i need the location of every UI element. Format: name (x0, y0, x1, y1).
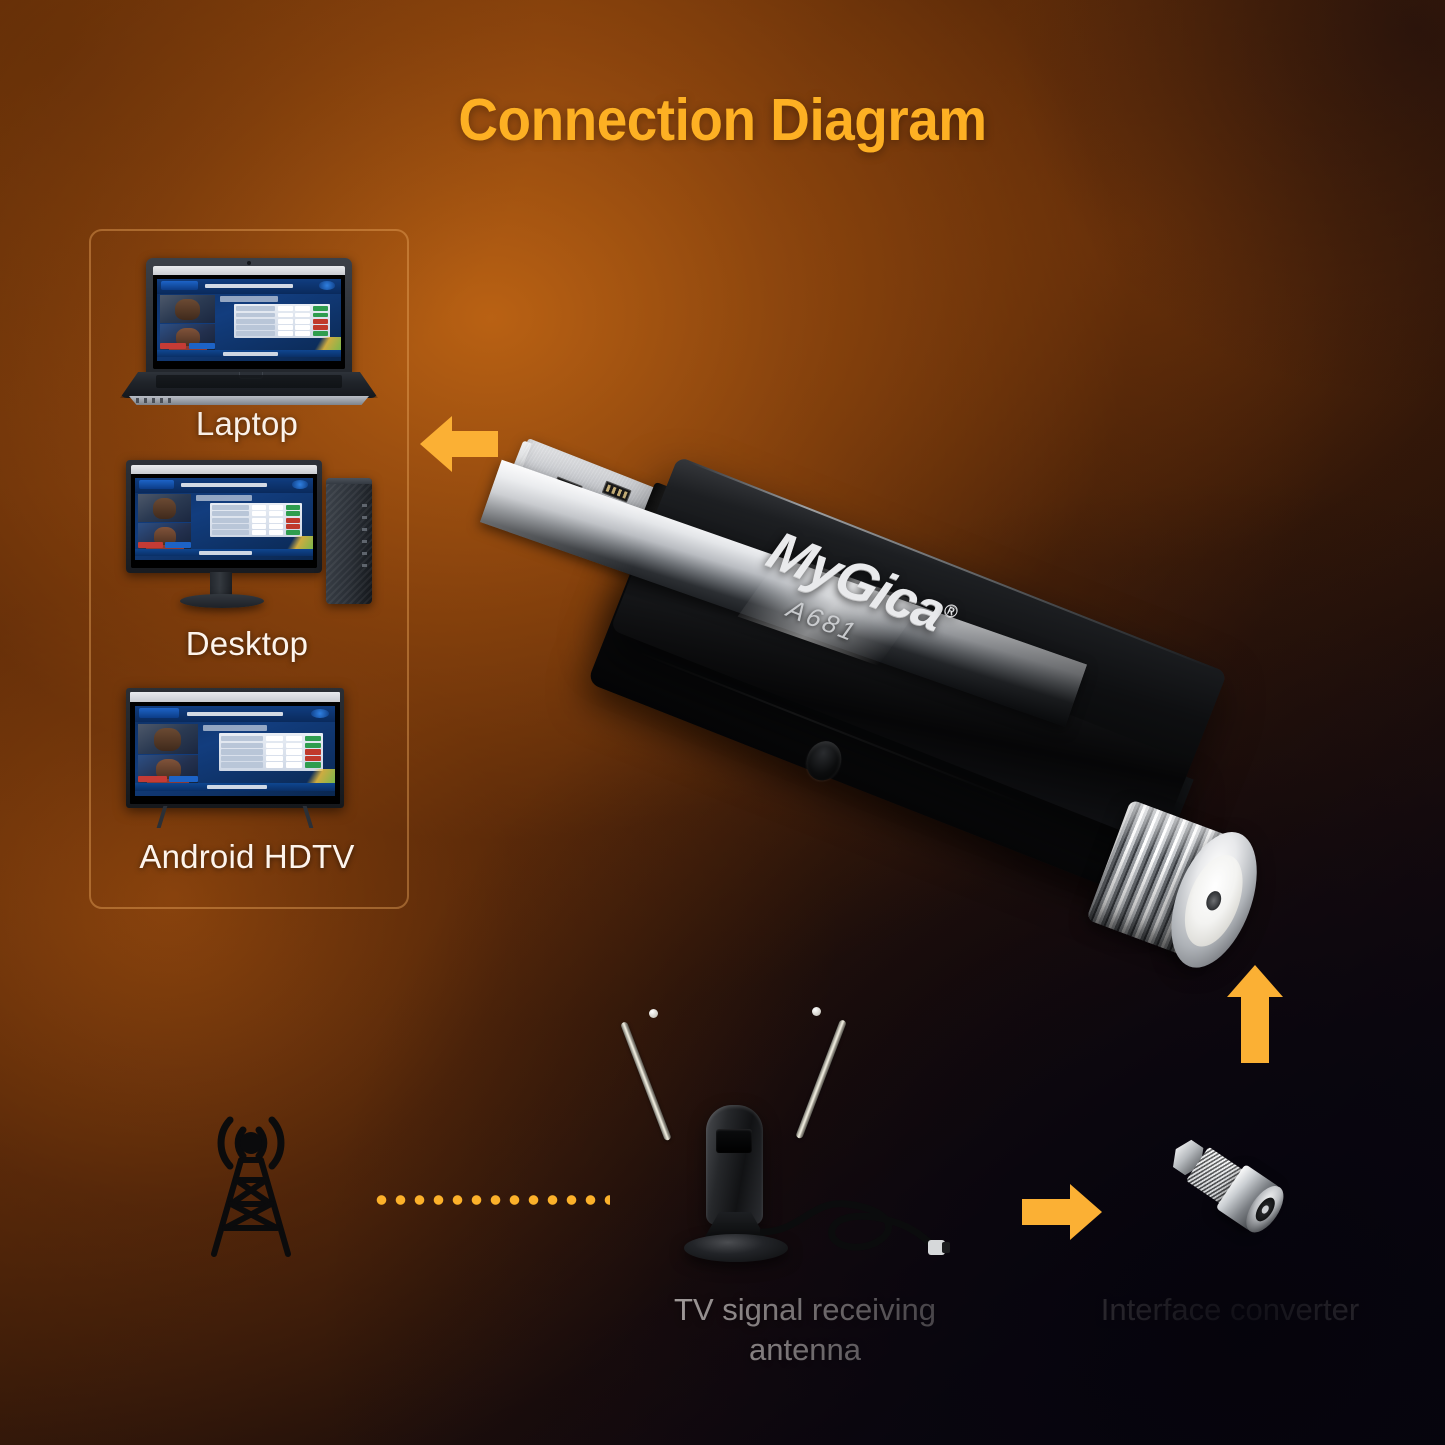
television-icon (126, 688, 372, 828)
coax-adapter-icon (1162, 1126, 1291, 1244)
laptop-icon (120, 258, 378, 408)
laptop-webcam-icon (247, 260, 251, 265)
converter-label: Interface converter (1100, 1292, 1360, 1327)
hdtv-screen (130, 692, 340, 804)
antenna-label: TV signal receiving antenna (620, 1290, 990, 1370)
dotted-signal-line (372, 1192, 610, 1208)
broadcast-tower-icon (186, 1108, 316, 1258)
desktop-monitor-screen (131, 465, 317, 568)
desktop-computer-icon (118, 460, 380, 615)
coax-cable (760, 1200, 950, 1255)
arrow-up-to-dongle (1225, 965, 1285, 1063)
device-label-desktop: Desktop (185, 625, 309, 662)
usb-tv-tuner-dongle: MyGica® A681 (470, 420, 1350, 980)
antenna-label-line2: antenna (748, 1332, 862, 1367)
device-label-hdtv: Android HDTV (139, 838, 355, 875)
device-label-laptop: Laptop (195, 405, 299, 442)
laptop-screen (153, 266, 345, 369)
arrow-right-to-converter (1022, 1178, 1102, 1246)
desktop-tower (326, 478, 372, 604)
supported-devices-box (89, 229, 409, 909)
arrow-left-to-devices (420, 408, 498, 480)
page-title: Connection Diagram (458, 87, 987, 153)
tv-antenna-icon (620, 1000, 950, 1265)
antenna-label-line1: TV signal receiving (674, 1292, 936, 1327)
